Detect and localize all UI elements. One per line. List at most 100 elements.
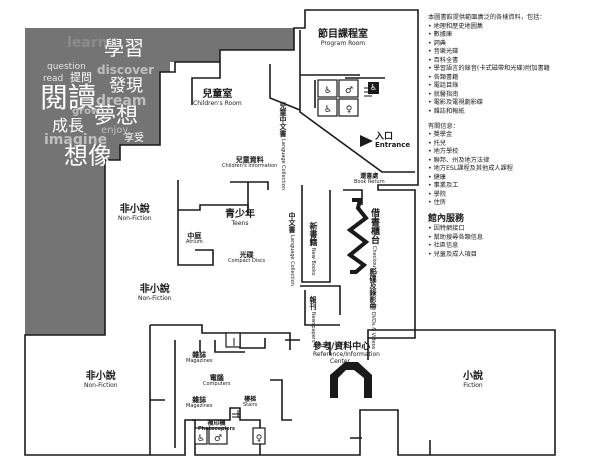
label-en: Entrance [375,141,411,150]
label-zh: 樓梯 [244,396,257,403]
cloud-word: 成長 [52,116,85,135]
label-en: Book Return [354,179,385,186]
label-zh: 青少年 [225,209,255,220]
cloud-word: 發現 [109,76,143,96]
label-zh: 雜誌 [192,351,207,359]
label-en: Compact Discs [228,258,266,265]
label-zh: 雜誌 [192,396,207,404]
magazines-label: 雜誌 Magazines [186,396,213,410]
info-list-item: 就醫指南 [428,91,594,100]
svg-text:♀: ♀ [346,105,353,115]
label-zh: 小說 [463,371,483,382]
cloud-word: 閱讀 [40,81,97,114]
label-en: Magazines [186,358,213,365]
children-room-label: 兒童室 Children's Room [193,89,242,107]
label-zh: 非小說 [119,204,150,215]
label-en: Computers [203,381,231,388]
label-en: Stairs [243,402,258,409]
info-list-item: 地理和歷史地圖集 [428,23,594,32]
nonfiction-label: 非小說 Non-Fiction [84,371,118,389]
book-return-label: 還書處 Book Return [354,173,385,186]
label-en: Non-Fiction [138,294,172,302]
photocopiers-label: 複印機 Photocopiers [198,420,235,433]
kids-chinese-collection-label: 兒童中文書 Language Collection [279,102,287,190]
nonfiction-label: 非小說 Non-Fiction [118,204,152,222]
info-list-item: 托兒 [428,140,594,149]
checkout-desk-label: 借書櫃台 Checkout Desk [369,208,379,284]
info-list-item: 獎學金 [428,131,594,140]
label-zh: 兒童室 [202,89,233,100]
cloud-word: learn [67,35,108,51]
label-en: Reference/Information Center [313,351,380,365]
label-zh: 中文書 [288,212,296,233]
info-list-item: 學習語言的錄音(卡式磁帶和光碟)附加書籍 [428,65,594,74]
info-list-item: 數據庫 [428,31,594,40]
cloud-word: 學習 [104,36,144,60]
stairs-label: 樓梯 Stairs [243,396,258,409]
info-intro: 本圖書館提供範圍廣泛的各樣資料，包括： [428,14,546,21]
info-list-item: 幫助搜尋各類信息 [428,234,594,243]
label-zh: 借書櫃台 [369,208,379,244]
label-zh: 影碟及錄影帶 [369,268,377,310]
label-en: Program Room [320,39,366,47]
svg-text:♀: ♀ [256,434,263,444]
magazines-label: 雜誌 Magazines [186,351,213,365]
info-list-item: 社區信息 [428,242,594,251]
svg-text:♂: ♂ [345,86,353,96]
label-en: New Books [310,247,316,276]
svg-text:♿: ♿ [324,86,332,96]
cloud-word: read [43,74,64,84]
label-en: Magazines [186,403,213,410]
label-zh: 電腦 [209,374,224,382]
teens-label: 青少年 Teens [225,209,255,227]
label-en: Non-Fiction [118,214,152,222]
fiction-label: 小說 Fiction [463,371,483,389]
label-zh: 非小說 [85,371,116,382]
cloud-word: 享受 [124,133,144,144]
reference-center-label: 參考/資料中心 Reference/Information Center [313,342,380,365]
entrance-label: 入口 Entrance [375,132,411,150]
info-list-item: 音樂光碟 [428,48,594,57]
info-panel: 本圖書館提供範圍廣泛的各樣資料，包括： 地理和歷史地圖集數據庫詞典音樂光碟百科全… [428,14,594,259]
info-list-item: 學院 [428,191,594,200]
label-zh: 參考/資料中心 [313,342,371,352]
label-zh: 兒童資料 [235,156,264,164]
cloud-word: discover [97,63,155,77]
services-title: 館內服務 [428,214,465,225]
label-en: Checkout Desk [371,245,377,284]
label-en: Newspapers [310,311,316,343]
label-en: Language Collection [289,234,295,286]
chinese-collection-label: 中文書 Language Collection [288,212,296,286]
label-zh: 非小說 [139,284,170,295]
info-list-item: 聯邦、州及地方法律 [428,157,594,166]
label-zh: 兒童中文書 [279,102,287,137]
label-en: Fiction [463,381,483,389]
info-list-item: 電話目錄 [428,82,594,91]
newspapers-label: 報刊 Newspapers [309,296,317,343]
label-zh: 複印機 [207,420,226,427]
label-en: Children's Information [222,163,278,170]
label-en: Language Collection [280,138,286,190]
info-list-item: 地方ESL課程及其他成人課程 [428,165,594,174]
new-books-label: 新書籍 New Books [309,222,318,276]
cloud-word: dream [96,93,147,109]
info-list-item: 詞典 [428,40,594,49]
resources-list: 地理和歷史地圖集數據庫詞典音樂光碟百科全書學習語言的錄音(卡式磁帶和光碟)附加書… [428,23,594,117]
info-list-item: 雜誌和報紙 [428,108,594,117]
svg-text:♂: ♂ [214,434,222,444]
cloud-word: 夢想 [94,104,139,129]
cloud-word: imagine [44,132,108,148]
compact-discs-label: 光碟 Compact Discs [228,251,266,265]
info-list-item: 各類書籍 [428,74,594,83]
label-en: DVDs & Videos [370,311,376,350]
computers-label: 電腦 Computers [203,374,231,388]
services-list: 因特網接口幫助搜尋各類信息社區信息兒童及成人項目 [428,225,594,259]
label-zh: 入口 [375,132,394,142]
atrium-label: 中庭 Atrium [186,232,203,246]
label-zh: 還書處 [360,173,379,180]
label-zh: 節目課程室 [318,29,368,40]
svg-text:♿: ♿ [324,105,332,115]
label-en: Teens [231,219,249,227]
